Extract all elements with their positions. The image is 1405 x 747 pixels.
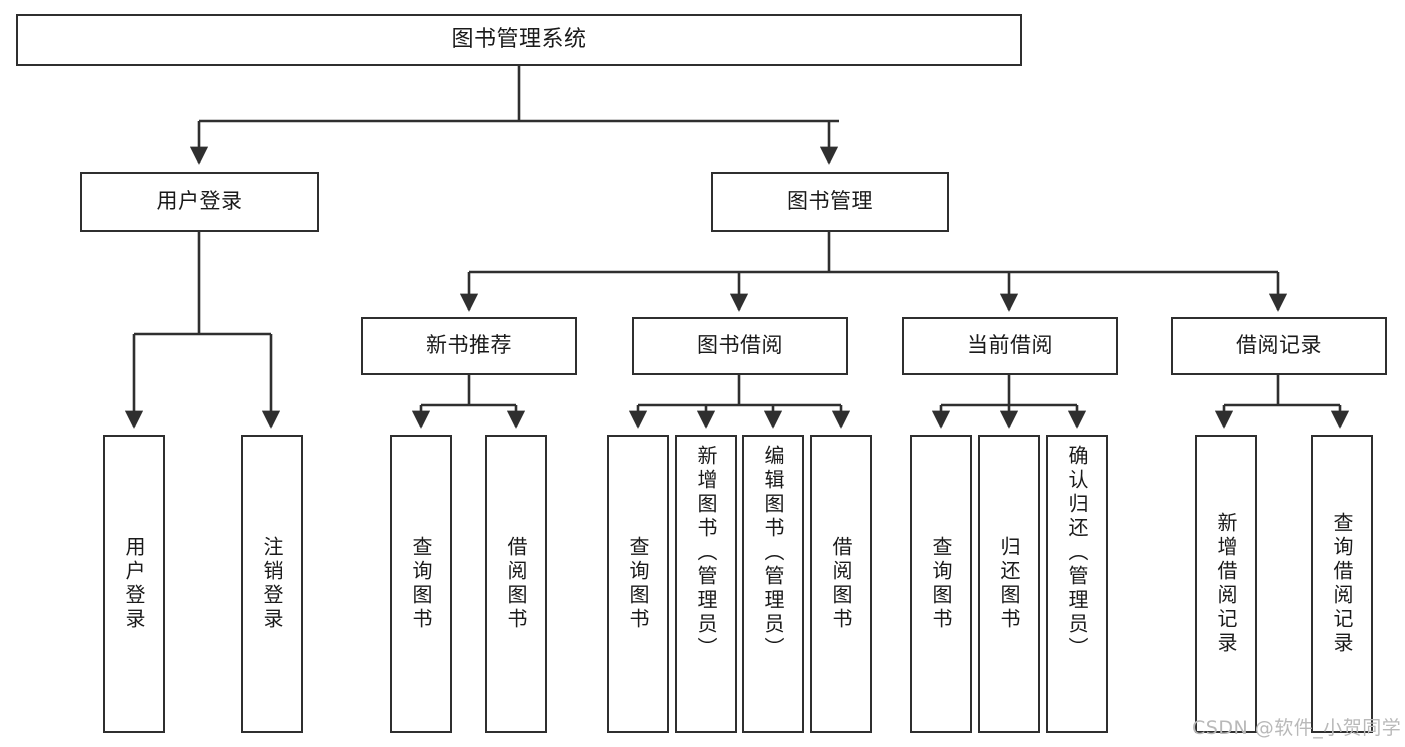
node-label: 注销登录 bbox=[260, 536, 284, 632]
node-label: 编辑图书（管理员） bbox=[761, 445, 785, 661]
node-label: 查询借阅记录 bbox=[1330, 512, 1354, 656]
node-leaf-add-book-admin[interactable]: 新增图书（管理员） bbox=[675, 435, 737, 733]
node-label: 图书管理 bbox=[787, 189, 873, 214]
node-label: 查询图书 bbox=[626, 536, 650, 632]
csdn-watermark: CSDN @软件_小贺同学 bbox=[1192, 717, 1402, 739]
node-borrow-record[interactable]: 借阅记录 bbox=[1171, 317, 1387, 375]
node-label: 用户登录 bbox=[122, 536, 146, 632]
node-label: 借阅图书 bbox=[829, 536, 853, 632]
node-label: 用户登录 bbox=[156, 189, 243, 214]
node-leaf-query-book-1[interactable]: 查询图书 bbox=[390, 435, 452, 733]
node-label: 当前借阅 bbox=[967, 333, 1053, 358]
node-label: 新书推荐 bbox=[426, 333, 512, 358]
node-leaf-confirm-return-admin[interactable]: 确认归还（管理员） bbox=[1046, 435, 1108, 733]
node-label: 查询图书 bbox=[409, 536, 433, 632]
node-user-login[interactable]: 用户登录 bbox=[80, 172, 319, 232]
node-label: 图书管理系统 bbox=[451, 26, 587, 52]
node-leaf-user-login[interactable]: 用户登录 bbox=[103, 435, 165, 733]
node-leaf-edit-book-admin[interactable]: 编辑图书（管理员） bbox=[742, 435, 804, 733]
node-leaf-add-borrow-record[interactable]: 新增借阅记录 bbox=[1195, 435, 1257, 733]
node-book-management[interactable]: 图书管理 bbox=[711, 172, 949, 232]
node-current-borrow[interactable]: 当前借阅 bbox=[902, 317, 1118, 375]
node-label: 新增借阅记录 bbox=[1214, 512, 1238, 656]
node-label: 图书借阅 bbox=[697, 333, 783, 358]
node-label: 借阅记录 bbox=[1236, 333, 1322, 358]
node-root-book-management-system[interactable]: 图书管理系统 bbox=[16, 14, 1022, 66]
node-leaf-query-borrow-record[interactable]: 查询借阅记录 bbox=[1311, 435, 1373, 733]
node-label: 新增图书（管理员） bbox=[694, 445, 718, 661]
node-leaf-return-book[interactable]: 归还图书 bbox=[978, 435, 1040, 733]
node-leaf-borrow-book-2[interactable]: 借阅图书 bbox=[810, 435, 872, 733]
node-leaf-query-book-3[interactable]: 查询图书 bbox=[910, 435, 972, 733]
node-book-borrow[interactable]: 图书借阅 bbox=[632, 317, 848, 375]
node-label: 借阅图书 bbox=[504, 536, 528, 632]
node-leaf-query-book-2[interactable]: 查询图书 bbox=[607, 435, 669, 733]
node-label: 查询图书 bbox=[929, 536, 953, 632]
node-new-book-recommend[interactable]: 新书推荐 bbox=[361, 317, 577, 375]
node-label: 确认归还（管理员） bbox=[1065, 445, 1089, 661]
node-leaf-logout-login[interactable]: 注销登录 bbox=[241, 435, 303, 733]
node-label: 归还图书 bbox=[997, 536, 1021, 632]
node-leaf-borrow-book-1[interactable]: 借阅图书 bbox=[485, 435, 547, 733]
